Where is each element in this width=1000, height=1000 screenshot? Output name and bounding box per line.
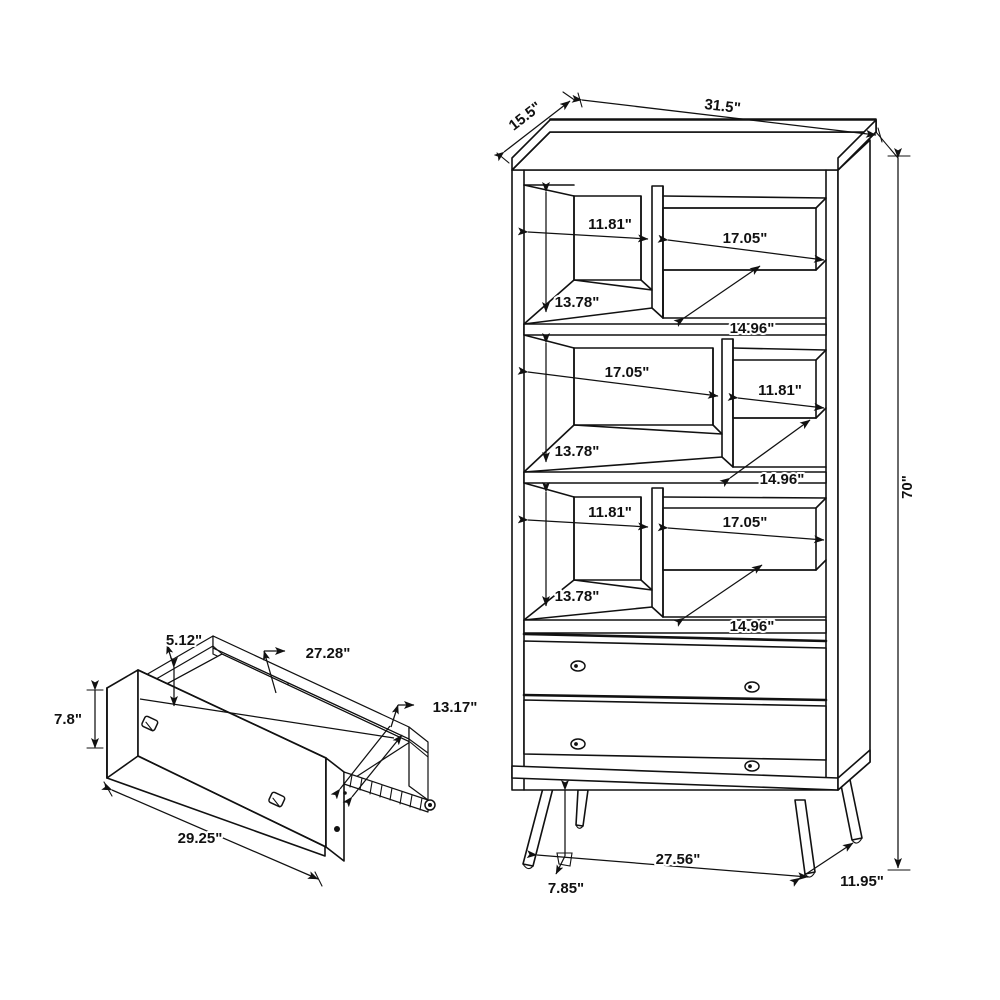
dim-line-row3-depth [673,564,763,627]
dim-label-row1-height: 13.78" [555,294,600,311]
dim-line-row2-depth [719,419,811,488]
drawer-front-pilot-hole [343,791,347,795]
case-top-surface [511,131,877,171]
dim-line-row1-depth [673,265,761,327]
row3-right-cubby-top-right-diag [815,497,827,509]
dim-tick-depth-low [496,152,510,164]
row1-center-divider [651,185,664,319]
drawer-lower-knob-right[interactable] [744,760,760,772]
row1-right-cubby-top-front [662,195,827,199]
dim-line-leg-span-depth [789,842,854,887]
drawer-right-end-wall-base [409,741,429,758]
row3-divider-floor-diag [640,579,653,591]
dim-label-row2-depth: 14.96" [760,471,805,488]
dim-label-row2-height: 13.78" [555,443,600,460]
dim-label-drawer-width: 13.17" [433,699,478,716]
row2-center-divider [721,338,734,468]
row1-shelf-board [523,323,827,336]
dim-label-height-70: 70" [899,475,916,499]
drawer-front-screw-hole [334,826,340,832]
row1-left-floor-front [523,307,653,325]
dim-label-row2-left-width: 17.05" [605,364,650,381]
dim-label-row3-depth: 14.96" [730,618,775,635]
drawer-front-upper [523,640,827,701]
row1-right-cubby-top-right-diag [815,197,827,209]
dim-label-drawer-front-width: 29.25" [178,830,223,847]
dim-label-drawer-side-height: 5.12" [166,632,202,649]
dim-label-leg-span-width: 27.56" [656,851,701,868]
row3-right-cubby-floor-right-diag [815,559,827,571]
dim-line-leg-span-width [526,850,809,881]
row3-right-cubby-top-front [662,496,827,499]
dim-leader-drawer-length [262,650,277,694]
drawer-top-rail-shadow [522,632,828,643]
dim-label-leg-span-depth: 11.95" [840,873,884,890]
drawer-upper-knob-left[interactable] [570,660,586,672]
drawer-upper-bottom-edge [522,693,828,702]
drawer-left-wall-inner-right [212,645,223,655]
dim-leader-drawer-width [390,704,399,728]
drawer-front-top-line [137,669,327,759]
dim-label-leg-height: 7.85" [548,880,584,897]
drawer-back-long-wall-base [221,653,411,743]
row2-left-floor-back [573,424,723,435]
row2-right-cubby-top-right-diag [815,349,827,361]
dim-label-row3-left-width: 11.81" [588,504,632,521]
dim-line-width-31-5 [571,94,877,138]
drawer-detail-knob-left[interactable] [141,715,159,732]
dim-label-row1-left-width: 11.81" [588,216,632,233]
dim-label-row2-right-width: 11.81" [758,382,802,399]
dim-line-depth-15-5 [493,100,571,162]
row1-left-floor-back [573,279,653,291]
drawer-front-lower [523,699,827,761]
dim-label-row1-right-width: 17.05" [723,230,768,247]
leg-back-right-foot [851,837,863,844]
row2-right-cubby-top-front [732,347,827,351]
drawer-right-end-wall-inner [408,738,429,754]
dim-line-row3-right-width [657,523,825,544]
dim-leader-drawer-side-height [166,644,175,668]
dim-line-row2-left-width [517,366,719,399]
bookcase-assembly: 31.5" 15.5" 70" 11.81" 17.05" 13.78" 14 [493,91,918,899]
dim-bracket-leg-height [556,852,573,867]
dim-label-row3-right-width: 17.05" [723,514,768,531]
drawer-detail: 7.8" 5.12" 27.28" 13.17" 29.25" [52,630,479,887]
ext-height-top [875,131,899,159]
dim-line-row2-right-width [727,392,825,411]
row2-left-floor-front [523,456,723,473]
dim-line-drawer-front-width [101,782,319,880]
drawer-slide-wheel-center [428,803,432,807]
dim-label-row1-depth: 14.96" [730,320,775,337]
row3-center-divider [651,487,664,618]
dim-label-row3-height: 13.78" [555,588,600,605]
dim-label-drawer-front-height: 7.8" [54,711,82,728]
bookcase-dimensions: 31.5" 15.5" 70" 11.81" 17.05" 13.78" 14 [493,91,918,899]
dim-tick-drawer-width-left [103,781,113,797]
leg-back-left-foot [575,824,584,829]
dim-aux-drawer-width [342,734,403,808]
dim-tick-drawer-width-right [314,871,323,887]
drawer-detail-dimensions: 7.8" 5.12" 27.28" 13.17" 29.25" [52,630,479,887]
dim-aux-drawer-length-span [139,698,395,739]
row1-divider-floor-diag [640,279,653,291]
drawer-front-right-side [325,757,345,862]
dim-tick-width-left [577,92,583,108]
dim-label-drawer-length: 27.28" [306,645,351,662]
dim-tick-width-right [877,127,883,143]
case-right-side-panel [837,139,871,791]
case-base-rail-right [837,749,871,791]
drawer-upper-knob-right[interactable] [744,681,760,693]
row3-left-floor-front [523,606,653,621]
row3-left-floor-back [573,579,653,591]
drawer-back-long-wall-inner [212,647,410,740]
dim-line-row1-right-width [657,234,825,263]
dim-leader-leg-height [555,855,566,875]
dim-tick-depth-high [562,91,577,102]
drawer-top-rail [523,619,827,634]
drawer-lower-knob-left[interactable] [570,738,586,750]
